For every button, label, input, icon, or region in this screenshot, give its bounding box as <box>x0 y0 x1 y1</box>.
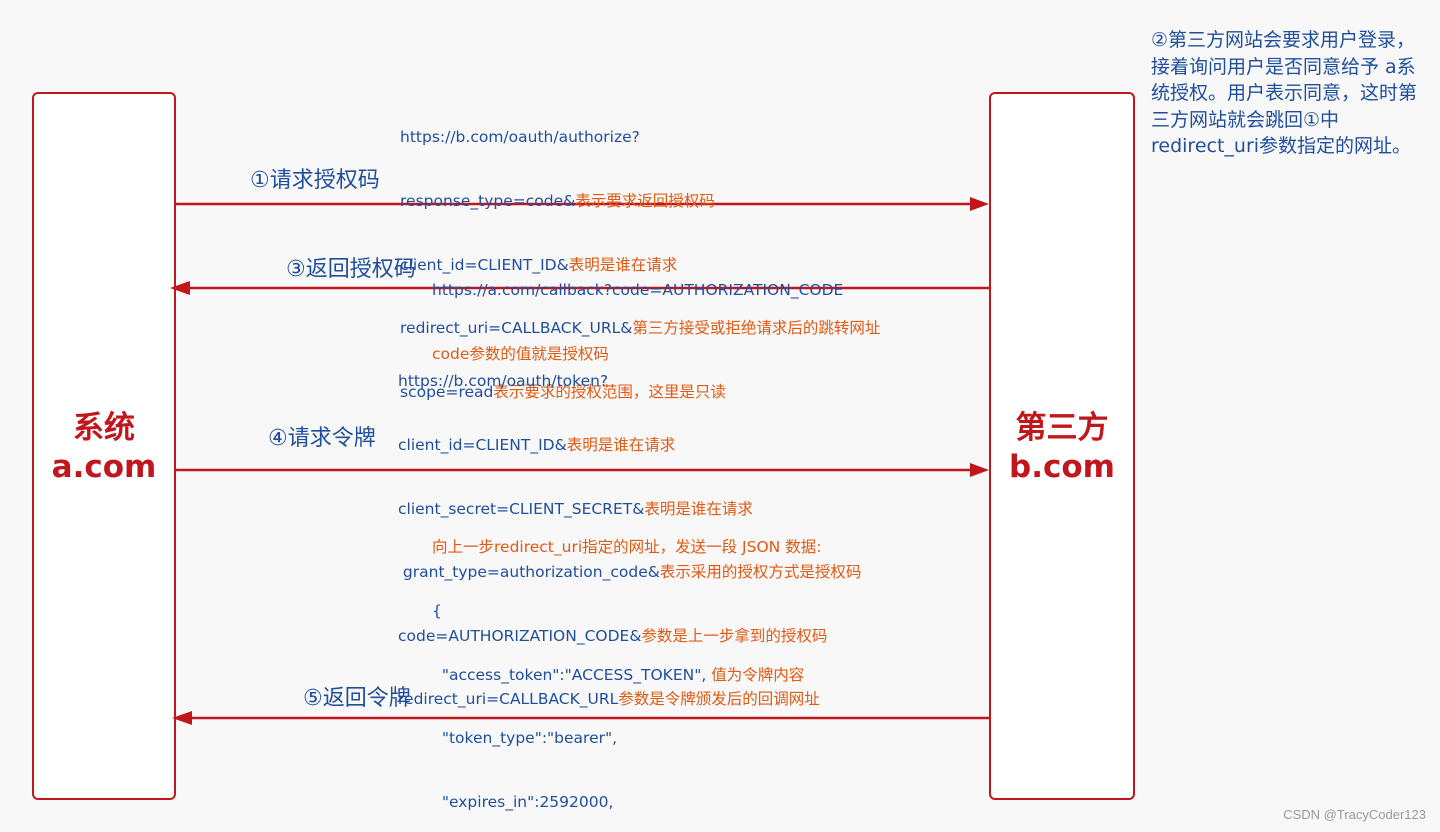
actor-domain: a.com <box>51 449 157 485</box>
step-5-token-response-note: 向上一步redirect_uri指定的网址，发送一段 JSON 数据: { "a… <box>432 495 821 832</box>
step-1-request-note: https://b.com/oauth/authorize? response_… <box>400 85 880 445</box>
note-line: redirect_uri=CALLBACK_URL参数是令牌颁发后的回调网址 <box>398 690 820 709</box>
actor-domain: b.com <box>1009 449 1115 485</box>
note-line: "access_token":"ACCESS_TOKEN", 值为令牌内容 <box>432 665 805 684</box>
note-line: client_secret=CLIENT_SECRET&表明是谁在请求 <box>398 499 753 518</box>
note-line: https://b.com/oauth/authorize? <box>400 128 640 147</box>
note-line: client_id=CLIENT_ID&表明是谁在请求 <box>400 255 678 274</box>
note-line: client_id=CLIENT_ID&表明是谁在请求 <box>398 436 676 455</box>
note-line: "token_type":"bearer", <box>432 729 618 748</box>
actor-label-system-a: 系统 a.com <box>34 409 174 487</box>
note-line: grant_type=authorization_code&表示采用的授权方式是… <box>398 563 862 582</box>
note-line: { <box>432 602 442 621</box>
step-3-label: ③返回授权码 <box>286 257 416 282</box>
actor-box-third-party-b: 第三方 b.com <box>989 92 1135 800</box>
actor-label-third-party-b: 第三方 b.com <box>991 409 1133 487</box>
note-line: "expires_in":2592000, <box>432 792 614 811</box>
note-line: code=AUTHORIZATION_CODE&参数是上一步拿到的授权码 <box>398 626 828 645</box>
note-line: 向上一步redirect_uri指定的网址，发送一段 JSON 数据: <box>432 538 822 557</box>
watermark: CSDN @TracyCoder123 <box>1283 807 1426 822</box>
note-line: response_type=code&表示要求返回授权码 <box>400 192 715 211</box>
note-line: https://a.com/callback?code=AUTHORIZATIO… <box>432 281 844 300</box>
note-line: scope=read表示要求的授权范围，这里是只读 <box>400 382 726 401</box>
note-line: code参数的值就是授权码 <box>432 345 609 364</box>
note-line: redirect_uri=CALLBACK_URL&第三方接受或拒绝请求后的跳转… <box>400 319 881 338</box>
step-1-label: ①请求授权码 <box>250 168 380 193</box>
actor-box-system-a: 系统 a.com <box>32 92 176 800</box>
step-4-token-request-note: https://b.com/oauth/token? client_id=CLI… <box>398 329 861 753</box>
actor-name: 系统 <box>73 410 135 446</box>
step-3-callback-note: https://a.com/callback?code=AUTHORIZATIO… <box>432 238 843 408</box>
step-4-label: ④请求令牌 <box>268 426 376 451</box>
note-line: https://b.com/oauth/token? <box>398 372 609 391</box>
step-2-user-consent-note: ②第三方网站会要求用户登录，接着询问用户是否同意给予 a系统授权。用户表示同意，… <box>1151 29 1418 157</box>
actor-name: 第三方 <box>1015 410 1109 446</box>
step-5-label: ⑤返回令牌 <box>303 686 411 711</box>
